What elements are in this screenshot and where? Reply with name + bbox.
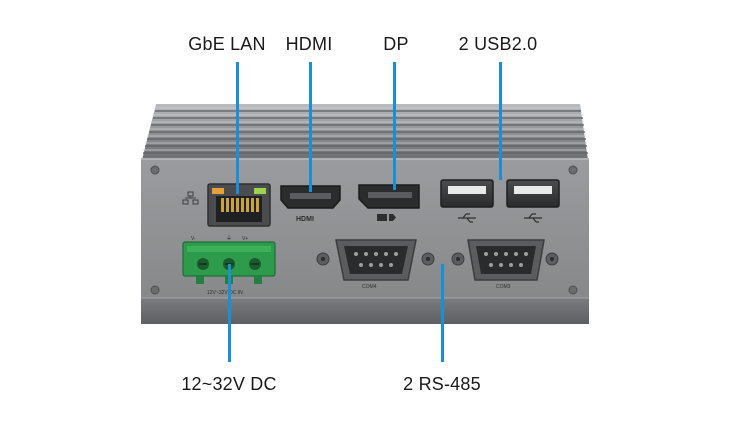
displayport-logo-icon	[377, 214, 396, 221]
dc-terminal-block	[182, 241, 276, 284]
pin-label-gnd: ⏚	[226, 235, 232, 242]
heatsink-fins	[142, 104, 588, 160]
rs485-callout-line	[441, 264, 444, 362]
hdmi-callout-line	[309, 62, 312, 192]
usb-port-2	[506, 179, 560, 208]
dc-in-marking: 12V~32V DC IN	[207, 290, 243, 296]
pin-label-vplus: V+	[242, 236, 248, 242]
hdmi-port	[280, 185, 341, 209]
usb-port-1	[440, 179, 494, 208]
serial-port-com4	[316, 239, 435, 281]
chassis-base	[141, 298, 589, 324]
displayport-port	[358, 184, 420, 209]
pin-label-vminus: V-	[191, 236, 196, 242]
usb-callout-line	[499, 62, 502, 180]
dp-callout-line	[393, 62, 396, 190]
hdmi-logo-text: HDMI	[296, 216, 314, 223]
hdmi-label: HDMI	[285, 34, 333, 54]
gbe-lan-callout-line	[236, 62, 239, 194]
com3-marking: COM3	[496, 284, 511, 290]
dc-callout-line	[228, 264, 231, 362]
serial-port-com3	[451, 239, 559, 281]
gbe-lan-label: GbE LAN	[188, 34, 266, 54]
usb-icon	[458, 213, 542, 223]
rs485-label: 2 RS-485	[403, 374, 481, 394]
panel-screws	[150, 165, 578, 295]
com4-marking: COM4	[362, 284, 377, 290]
network-icon	[182, 191, 199, 205]
dp-label: DP	[383, 34, 409, 54]
dc-label: 12~32V DC	[181, 374, 277, 394]
usb-label: 2 USB2.0	[458, 34, 538, 54]
ethernet-port	[207, 183, 271, 227]
